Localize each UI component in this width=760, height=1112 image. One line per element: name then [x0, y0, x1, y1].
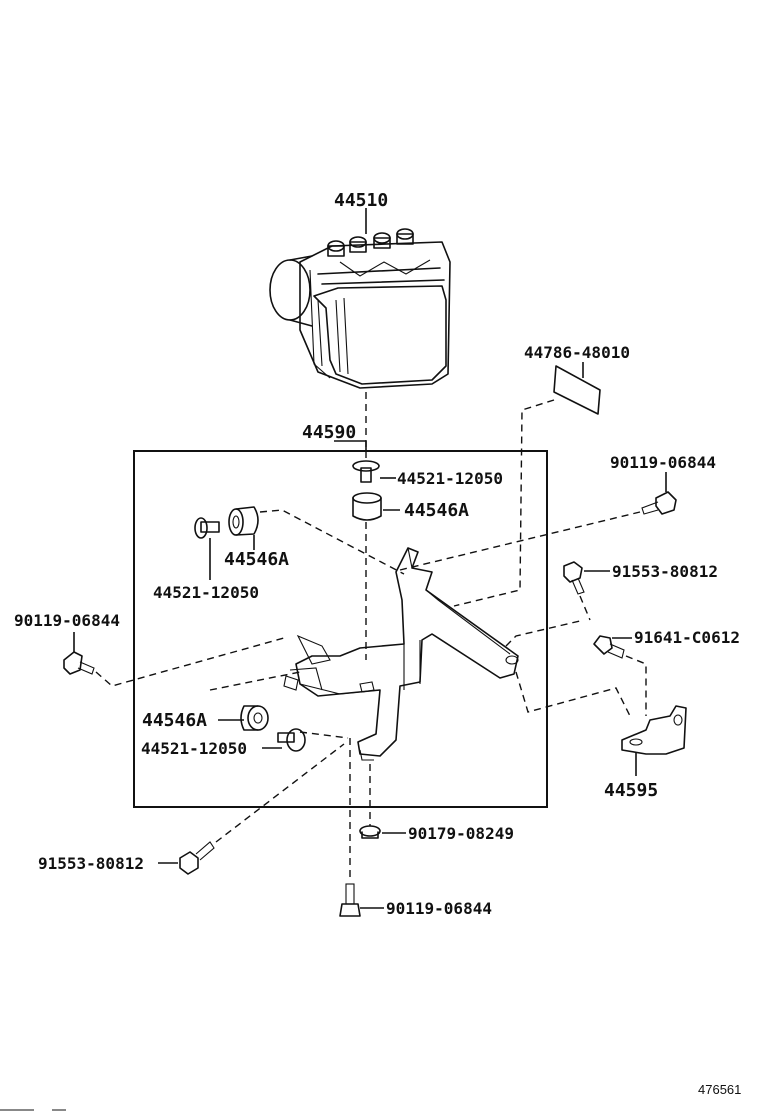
- callout-top-screw: 44521-12050: [397, 469, 503, 488]
- callout-left-cushion: 44546A: [224, 549, 289, 570]
- callout-44590: 44590: [302, 422, 356, 443]
- bolt-icon-right-mid: [563, 561, 585, 595]
- cushion-icon-bottom: [240, 705, 269, 731]
- callout-bottom-bolt: 90119-06844: [386, 899, 492, 918]
- abs-actuator-icon: [269, 228, 451, 389]
- callout-bottom-cushion: 44546A: [142, 710, 207, 731]
- small-bracket-icon: [621, 705, 687, 755]
- bolt-icon-right-top: [641, 491, 677, 515]
- bolt-icon-lower-left: [179, 841, 215, 875]
- screw-icon: [352, 460, 380, 483]
- label-plate-icon: [553, 365, 601, 415]
- callout-bottom-screw: 44521-12050: [141, 739, 247, 758]
- reference-number: 476561: [698, 1082, 741, 1097]
- callout-right-mid-bolt: 91553-80812: [612, 562, 718, 581]
- bolt-icon-right-lower: [593, 635, 625, 659]
- callout-left-bolt: 90119-06844: [14, 611, 120, 630]
- screw-icon-bottom: [277, 728, 306, 752]
- callout-bottom-nut: 90179-08249: [408, 824, 514, 843]
- callout-44595: 44595: [604, 780, 658, 801]
- callout-44786-48010: 44786-48010: [524, 343, 630, 362]
- nut-icon: [359, 825, 381, 839]
- cushion-icon: [352, 492, 382, 521]
- callout-lower-left-bolt: 91553-80812: [38, 854, 144, 873]
- bracket-assembly-frame: [133, 450, 548, 808]
- callout-right-top-bolt: 90119-06844: [610, 453, 716, 472]
- bolt-icon-left: [63, 651, 95, 675]
- callout-left-screw: 44521-12050: [153, 583, 259, 602]
- callout-right-lower-bolt: 91641-C0612: [634, 628, 740, 647]
- bolt-icon-bottom: [339, 883, 361, 917]
- cushion-icon-left: [228, 506, 259, 536]
- screw-icon-left: [194, 517, 220, 539]
- callout-top-cushion: 44546A: [404, 500, 469, 521]
- bracket-icon: [283, 547, 519, 761]
- callout-44510: 44510: [334, 190, 388, 211]
